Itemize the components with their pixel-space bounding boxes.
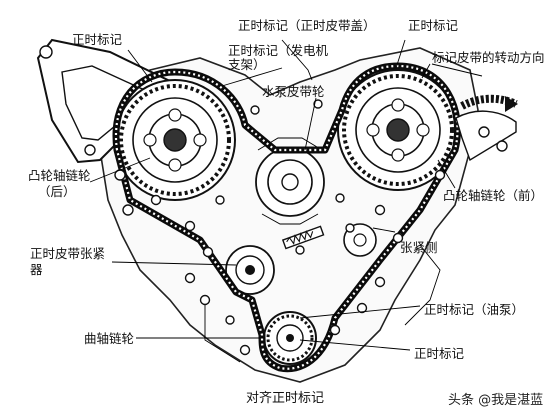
label-timing-mark-top-right: 正时标记: [408, 18, 459, 33]
label-crank-sprocket: 曲轴链轮: [84, 331, 134, 346]
label-timing-mark-top-left: 正时标记: [72, 32, 123, 47]
water-pump-pulley: [255, 137, 325, 225]
leader-lines: [89, 39, 483, 351]
label-timing-mark-alternator: 正时标记（发电机: [228, 43, 329, 58]
watermark: 头条 @我是湛蓝: [448, 392, 543, 408]
label-tensioner-2: 器: [30, 262, 43, 277]
cam-sprocket-front: [337, 69, 459, 191]
timing-belt-tensioner: [225, 225, 325, 295]
label-timing-mark-alternator-2: 支架）: [228, 57, 266, 72]
label-cam-sprocket-rear-2: （后）: [38, 184, 76, 199]
label-water-pump-pulley: 水泵皮带轮: [262, 84, 325, 99]
timing-belt: [112, 62, 462, 373]
label-cam-sprocket-front: 凸轮轴链轮（前）: [443, 188, 543, 203]
label-tensioner: 正时皮带张紧: [30, 246, 105, 261]
label-cam-sprocket-rear: 凸轮轴链轮: [28, 168, 91, 183]
label-belt-rotation-mark: 标记皮带的转动方向: [432, 50, 545, 65]
cam-sprocket-rear: [114, 79, 236, 201]
label-timing-mark-belt-cover: 正时标记（正时皮带盖）: [238, 18, 376, 33]
label-timing-mark-oil-pump: 正时标记（油泵）: [424, 302, 524, 317]
belt-direction-symbol: [455, 94, 518, 162]
label-tension-side: 张紧侧: [400, 240, 438, 255]
crank-sprocket: [263, 311, 317, 365]
mounting-bolts: [114, 99, 446, 356]
labels: 正时标记 正时标记（正时皮带盖） 正时标记 正时标记（发电机 支架） 标记皮带的…: [28, 18, 545, 408]
label-timing-mark-bottom: 正时标记: [414, 346, 465, 361]
diagram-caption: 对齐正时标记: [246, 390, 324, 406]
